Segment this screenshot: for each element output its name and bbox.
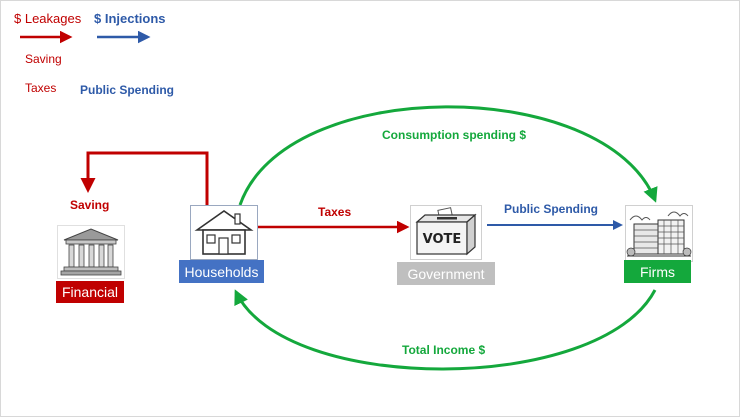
legend-saving: Saving: [25, 52, 62, 66]
house-icon: [194, 210, 254, 255]
firms-label: Firms: [624, 260, 691, 283]
saving-flow-label: Saving: [70, 198, 110, 212]
ballot-box-icon: VOTE: [415, 207, 477, 256]
households-icon-box: [190, 205, 258, 260]
bank-icon: [60, 228, 122, 276]
public-spending-flow-label: Public Spending: [504, 202, 599, 216]
factory-icon: [626, 211, 692, 257]
consumption-arc: [238, 105, 658, 206]
legend-injections-title: $ Injections: [94, 11, 166, 26]
total-income-arc: [234, 289, 657, 371]
financial-icon-box: [57, 225, 125, 279]
government-label: Government: [397, 262, 495, 285]
legend-taxes: Taxes: [25, 81, 57, 95]
households-label: Households: [179, 260, 264, 283]
consumption-spending-label: Consumption spending $: [382, 128, 526, 142]
firms-icon-box: [625, 205, 693, 262]
taxes-flow-label: Taxes: [318, 205, 352, 219]
government-icon-box: VOTE: [410, 205, 482, 260]
legend-leakages-title: $ Leakages: [14, 11, 82, 26]
legend-public-spending: Public Spending: [80, 83, 175, 97]
financial-label: Financial: [56, 281, 124, 303]
total-income-label: Total Income $: [402, 343, 486, 357]
ballot-vote-text: VOTE: [423, 232, 462, 247]
saving-arrow: [80, 151, 209, 205]
